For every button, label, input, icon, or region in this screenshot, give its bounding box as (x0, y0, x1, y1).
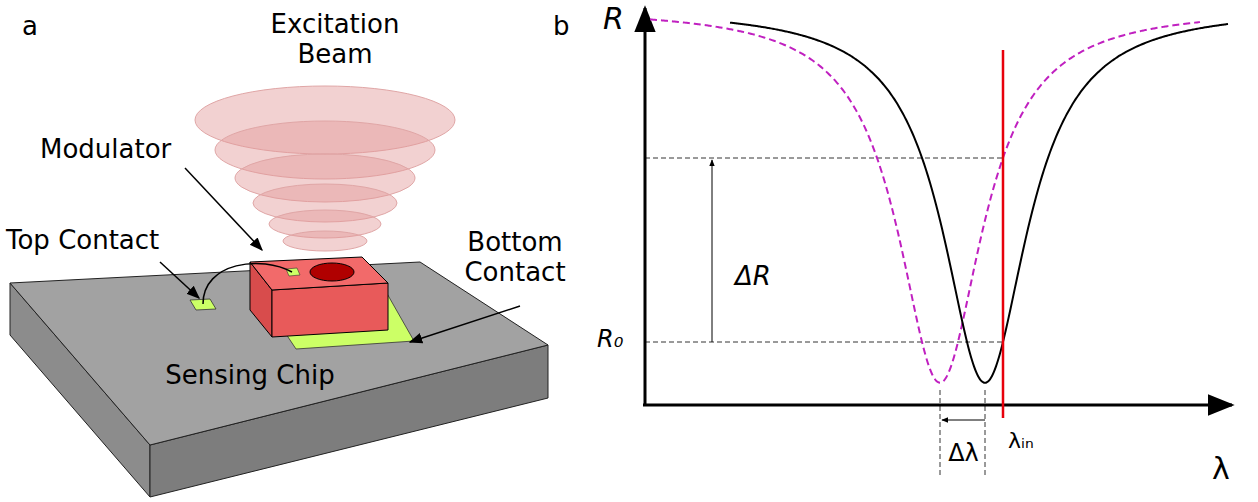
bond-wire (203, 263, 292, 304)
excitation-beam (195, 86, 455, 251)
y-axis (644, 8, 647, 406)
shifted-resonance-curve (650, 19, 1200, 382)
quantity-label: R₀ (597, 326, 623, 354)
axis-label: λ (1212, 452, 1230, 487)
quantity-label: ΔR (735, 262, 771, 292)
modulator-front (272, 283, 388, 337)
delta-lambda-arrow (942, 420, 985, 421)
beam-label: Excitation Beam (235, 10, 435, 70)
chip-region: Sensing Chip (140, 360, 360, 394)
leader-arrow (160, 262, 199, 298)
chip-name: Sensing Chip (140, 360, 360, 390)
guide-line (940, 390, 941, 476)
panel-letter: b (553, 12, 570, 42)
quantity-label: λᵢₙ (1008, 428, 1034, 453)
leader-arrow (410, 306, 520, 342)
sensing-chip (10, 262, 548, 497)
beam-ring (283, 231, 367, 251)
delta-r-arrow (712, 160, 713, 342)
modulator-top (250, 257, 388, 290)
x-axis (643, 404, 1232, 407)
input-wavelength-line (1002, 50, 1005, 418)
part-name: Bottom Contact (440, 228, 590, 288)
part-name: Top Contact (6, 226, 159, 256)
part-name: Modulator (40, 135, 171, 165)
guide-line (645, 342, 1003, 343)
quantity-label: Δλ (940, 440, 987, 468)
panel-letter: a (22, 12, 38, 42)
guide-line (645, 158, 1003, 159)
resonance-curve (730, 23, 1228, 383)
guide-line (985, 390, 986, 476)
modulator-aperture (310, 263, 354, 281)
leader-arrow (185, 168, 262, 250)
axis-label: R (603, 2, 624, 37)
modulator-box (250, 257, 388, 337)
